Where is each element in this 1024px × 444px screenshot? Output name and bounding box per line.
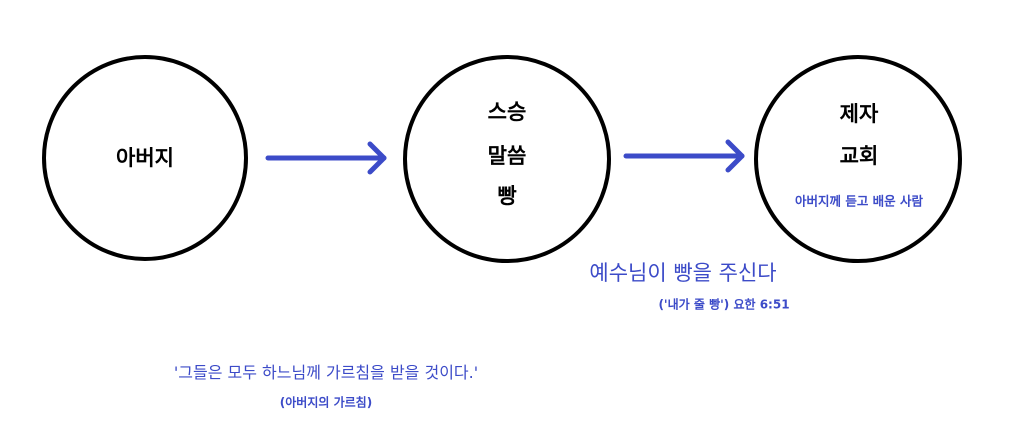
disciple-caption: 아버지께 듣고 배운 사람 [794, 193, 924, 209]
quote-source: (아버지의 가르침) [279, 395, 373, 410]
teacher-label: 스승 [487, 100, 527, 124]
verse-reference: ('내가 줄 빵') 요한 6:51 [658, 297, 790, 312]
arrow-teacher-to-disciple [623, 139, 745, 173]
bread-label: 빵 [497, 184, 517, 208]
father-label: 아버지 [116, 146, 174, 170]
word-label: 말씀 [487, 144, 527, 168]
jesus-gives-bread-text: 예수님이 빵을 주신다 [589, 261, 777, 285]
arrow-father-to-teacher [265, 141, 387, 175]
quote-text: '그들은 모두 하느님께 가르침을 받을 것이다.' [173, 363, 479, 382]
disciple-label: 제자 [839, 102, 879, 126]
father-circle [42, 55, 248, 261]
church-label: 교회 [839, 144, 879, 168]
disciple-circle [754, 55, 962, 263]
teacher-circle [403, 55, 611, 263]
